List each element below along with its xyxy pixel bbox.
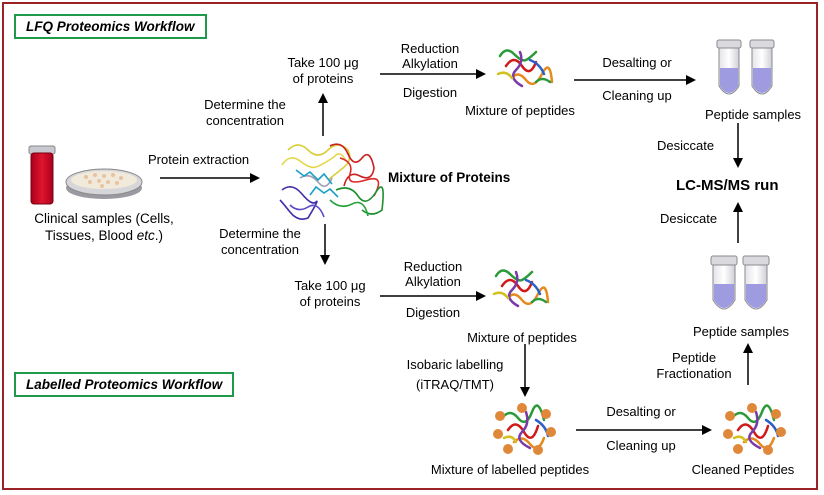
peptide-mixture-bottom-icon <box>492 269 550 308</box>
clinical-samples-line2: Tissues, Blood <box>44 228 137 243</box>
determine-concentration-top-2: concentration <box>205 113 285 128</box>
mixture-peptides-bottom-label: Mixture of peptides <box>467 330 577 345</box>
digestion-bottom-label: Digestion <box>405 305 461 320</box>
alkylation-bottom-label: Alkylation <box>405 274 461 289</box>
reduction-bottom-label: Reduction <box>403 259 463 274</box>
desalting-top-label: Desalting or <box>602 55 672 70</box>
clinical-samples-line1: Clinical samples (Cells, <box>34 211 174 226</box>
peptide-fractionation-label-2: Fractionation <box>656 366 732 381</box>
mixture-peptides-top-label: Mixture of peptides <box>465 103 575 118</box>
reduction-top-label: Reduction <box>400 41 460 56</box>
peptide-tubes-top-icon <box>716 39 775 95</box>
labelled-peptides-label: Mixture of labelled peptides <box>430 462 590 477</box>
cleaned-peptides-icon <box>723 403 786 455</box>
take-proteins-top-1: Take 100 μg <box>287 55 359 70</box>
isobaric-labelling-label: Isobaric labelling <box>406 357 504 372</box>
peptide-samples-bottom-label: Peptide samples <box>692 324 790 339</box>
itraq-tmt-label: (iTRAQ/TMT) <box>416 377 494 392</box>
lfq-workflow-title: LFQ Proteomics Workflow <box>14 14 207 39</box>
petri-dish-icon <box>65 168 143 199</box>
desiccate-top-label: Desiccate <box>657 138 715 153</box>
digestion-top-label: Digestion <box>402 85 458 100</box>
clinical-samples-etc: etc <box>136 228 155 243</box>
protein-structure-icon <box>279 143 384 220</box>
take-proteins-top-2: of proteins <box>292 71 354 86</box>
lcms-run-label: LC-MS/MS run <box>676 177 779 194</box>
labelled-workflow-title: Labelled Proteomics Workflow <box>14 372 235 397</box>
determine-concentration-bottom-1: Determine the <box>219 226 301 241</box>
clinical-samples-label: Clinical samples (Cells, Tissues, Blood … <box>14 210 194 244</box>
alkylation-top-label: Alkylation <box>402 56 458 71</box>
labelled-peptides-icon <box>493 403 556 455</box>
diagram-frame <box>2 2 818 490</box>
cleaning-bottom-label: Cleaning up <box>606 438 676 453</box>
blood-tube-icon <box>28 145 56 205</box>
peptide-samples-top-label: Peptide samples <box>704 107 802 122</box>
clinical-samples-suffix: .) <box>154 228 164 243</box>
cleaned-peptides-label: Cleaned Peptides <box>691 462 795 477</box>
peptide-mixture-top-icon <box>496 49 554 88</box>
peptide-tubes-bottom-icon <box>710 255 770 310</box>
desalting-bottom-label: Desalting or <box>606 404 676 419</box>
take-proteins-bottom-2: of proteins <box>299 294 361 309</box>
determine-concentration-bottom-2: concentration <box>220 242 300 257</box>
take-proteins-bottom-1: Take 100 μg <box>294 278 366 293</box>
desiccate-bottom-label: Desiccate <box>660 211 718 226</box>
determine-concentration-top-1: Determine the <box>204 97 286 112</box>
peptide-fractionation-label-1: Peptide <box>671 350 717 365</box>
cleaning-top-label: Cleaning up <box>602 88 672 103</box>
mixture-of-proteins-label: Mixture of Proteins <box>388 170 511 185</box>
protein-extraction-label: Protein extraction <box>148 152 250 167</box>
